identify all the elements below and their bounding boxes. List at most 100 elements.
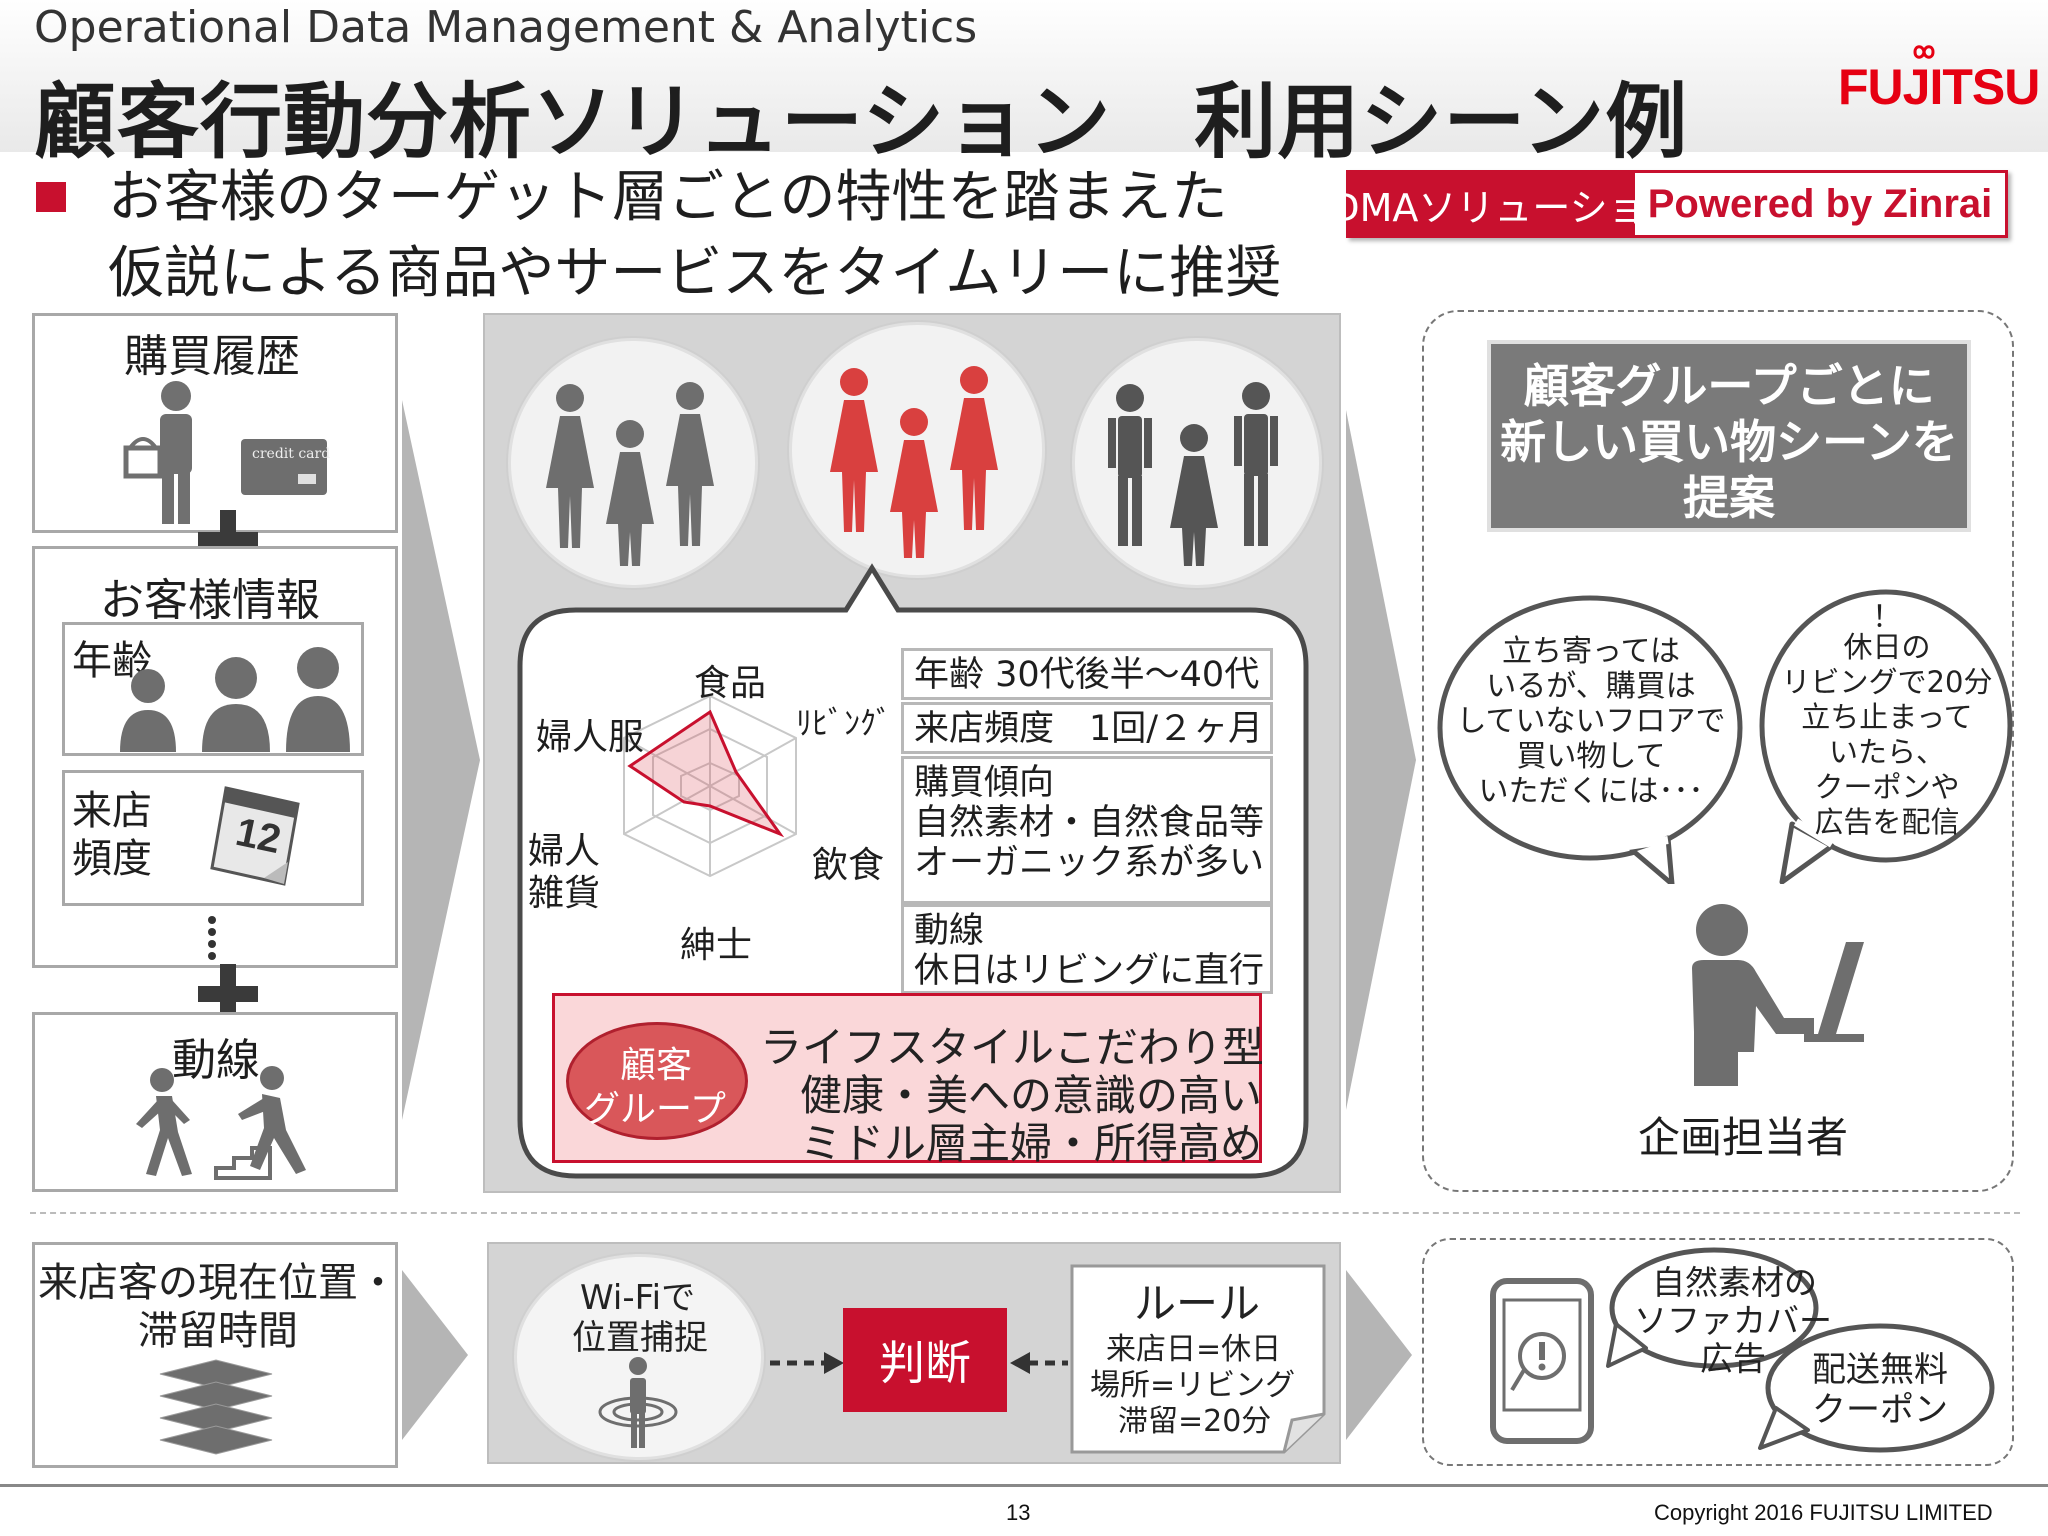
info-tendency-1: 自然素材・自然食品等 [914, 803, 1265, 843]
visit-frequency-label-2: 頻度 [72, 836, 152, 882]
proposal-heading-1: 顧客グループごとに [1523, 359, 1935, 413]
credit-card-icon [241, 439, 327, 495]
ad-line-1: 自然素材の [1652, 1263, 1817, 1302]
visit-frequency-label-1: 来店 [72, 788, 152, 834]
plus-icon-2 [198, 964, 258, 1024]
dashed-arrow-to-judge [770, 1352, 844, 1374]
bubble2-line-2: リビングで20分 [1781, 665, 1993, 699]
page-number: 13 [1006, 1500, 1031, 1525]
coupon-line-1: 配送無料 [1812, 1350, 1948, 1390]
info-age: 年齢 30代後半～40代 [901, 648, 1273, 700]
proposal-heading-3: 提案 [1683, 471, 1775, 525]
bubble2-line-5: クーポンや [1814, 770, 1960, 804]
bubble1-line-5: いただくには･･･ [1478, 774, 1704, 809]
bubble2-line-1: 休日の [1843, 630, 1931, 664]
bubble2-line-4: いたら、 [1828, 735, 1945, 769]
radar-axis-womenswear: 婦人服 [536, 717, 645, 758]
bubble1-line-4: 買い物して [1516, 739, 1666, 774]
rule-line-1: 来店日=休日 [1106, 1332, 1282, 1367]
bubble2-mark: ！ [1872, 600, 1902, 635]
planner-at-laptop-icon [1692, 904, 1864, 1086]
slide-subtitle: Operational Data Management & Analytics [34, 2, 978, 53]
mixed-group-grey-icon [1108, 382, 1278, 566]
bubble2-line-6: 広告を配信 [1814, 805, 1960, 839]
walking-people-icon [136, 1066, 306, 1180]
footer-rule [0, 1484, 2048, 1487]
customer-group-ellipse [566, 1022, 748, 1140]
customer-info-label: お客様情報 [100, 575, 320, 626]
info-age-text: 年齢 30代後半～40代 [914, 655, 1260, 695]
credit-card-text: credit card [252, 446, 331, 462]
bullet-square [36, 182, 66, 212]
customer-group-desc-2: 健康・美への意識の高い [800, 1071, 1263, 1120]
badge-zinrai-label: Powered by Zinrai [1647, 181, 1993, 226]
customer-group-desc-1: ライフスタイルこだわり型 [760, 1023, 1265, 1072]
traffic-line-label: 動線 [172, 1035, 260, 1086]
info-frequency: 来店頻度 1回/２ヶ月 [901, 702, 1273, 754]
ad-line-3: 広告 [1700, 1339, 1766, 1378]
current-location-label-1: 来店客の現在位置・ [38, 1260, 398, 1306]
radar-chart [623, 694, 797, 878]
shopper-icon [123, 381, 192, 524]
copyright: Copyright 2016 FUJITSU LIMITED [1654, 1500, 1993, 1525]
proposal-heading: 顧客グループごとに 新しい買い物シーンを 提案 [1487, 340, 1971, 532]
customer-group-desc-3: ミドル層主婦・所得高め [800, 1119, 1263, 1168]
bubble1-line-1: 立ち寄っては [1502, 634, 1680, 669]
logo-infinity-icon [1913, 45, 1935, 59]
visit-frequency-box [62, 770, 364, 906]
info-tendency: 購買傾向 自然素材・自然食品等 オーガニック系が多い [901, 756, 1273, 904]
bubble1-line-2: いるが、購買は [1486, 669, 1696, 704]
purchase-history-label: 購買履歴 [124, 331, 300, 382]
judge-box: 判断 [843, 1308, 1007, 1412]
info-tendency-2: オーガニック系が多い [914, 843, 1265, 883]
calendar-icon [210, 786, 300, 886]
wifi-location-person-icon [598, 1357, 678, 1448]
speech-bubble-2 [1759, 589, 2013, 884]
arrow-chevron-3 [402, 1270, 468, 1440]
arrow-chevron-1 [402, 400, 480, 1120]
calendar-number: 12 [232, 809, 285, 863]
rule-line-3: 滞留=20分 [1118, 1404, 1272, 1439]
current-location-label-2: 滞留時間 [138, 1308, 298, 1354]
purchase-history-box [32, 313, 398, 533]
slide-title: 顧客行動分析ソリューション 利用シーン例 [34, 75, 1689, 170]
speech-bubble-2-text: 休日の リビングで20分 立ち止まって いたら、 クーポンや 広告を配信 [1762, 630, 2012, 840]
info-frequency-text: 来店頻度 1回/２ヶ月 [914, 709, 1264, 749]
wifi-label-1: Wi-Fiで [580, 1278, 696, 1318]
traffic-line-box [32, 1012, 398, 1192]
proposal-heading-2: 新しい買い物シーンを [1500, 415, 1958, 469]
section-separator [30, 1212, 2020, 1214]
judge-label: 判断 [879, 1336, 971, 1390]
bubble2-line-3: 立ち止まって [1801, 700, 1973, 734]
info-route-1: 休日はリビングに直行 [914, 951, 1265, 991]
radar-axis-dining: 飲食 [812, 845, 885, 886]
speech-bubble-1 [1437, 595, 1743, 884]
radar-axis-living: ﾘﾋﾞﾝｸﾞ [796, 704, 893, 742]
radar-axis-food: 食品 [694, 663, 767, 704]
people-silhouettes-icon [120, 647, 350, 752]
bubble1-line-3: していないフロアで [1456, 704, 1726, 739]
coupon-bubble [1758, 1323, 1995, 1453]
rule-title: ルール [1134, 1279, 1261, 1328]
bullet-text: お客様のターゲット層ごとの特性を踏まえた 仮説による商品やサービスをタイムリーに… [108, 160, 1281, 312]
customer-group-label-1: 顧客 [620, 1045, 693, 1086]
arrow-chevron-4 [1346, 1270, 1412, 1440]
delivery-panel [1422, 1238, 2014, 1466]
ad-line-2: ソファカバー [1634, 1301, 1832, 1340]
planner-label: 企画担当者 [1638, 1113, 1849, 1162]
coupon-line-2: クーポン [1812, 1390, 1948, 1430]
bullet-line-1: お客様のターゲット層ごとの特性を踏まえた [108, 165, 1228, 230]
women-group-grey-icon [546, 382, 714, 566]
fujitsu-logo: FUJITSU [1838, 59, 2040, 115]
info-route: 動線 休日はリビングに直行 [901, 904, 1273, 994]
arrow-chevron-2 [1346, 410, 1416, 1110]
floor-stack-icon [159, 1359, 273, 1455]
customer-group-label-2: グループ [584, 1089, 726, 1130]
header-bar [0, 0, 2048, 152]
dashed-arrow-from-rule [1010, 1352, 1068, 1374]
odma-badge: ODMAソリューション Powered by Zinrai [1300, 170, 2008, 238]
info-tendency-title: 購買傾向 [914, 763, 1055, 803]
radar-axis-menswear: 紳士 [680, 925, 753, 966]
badge-odma-label: ODMAソリューション [1300, 173, 1684, 235]
